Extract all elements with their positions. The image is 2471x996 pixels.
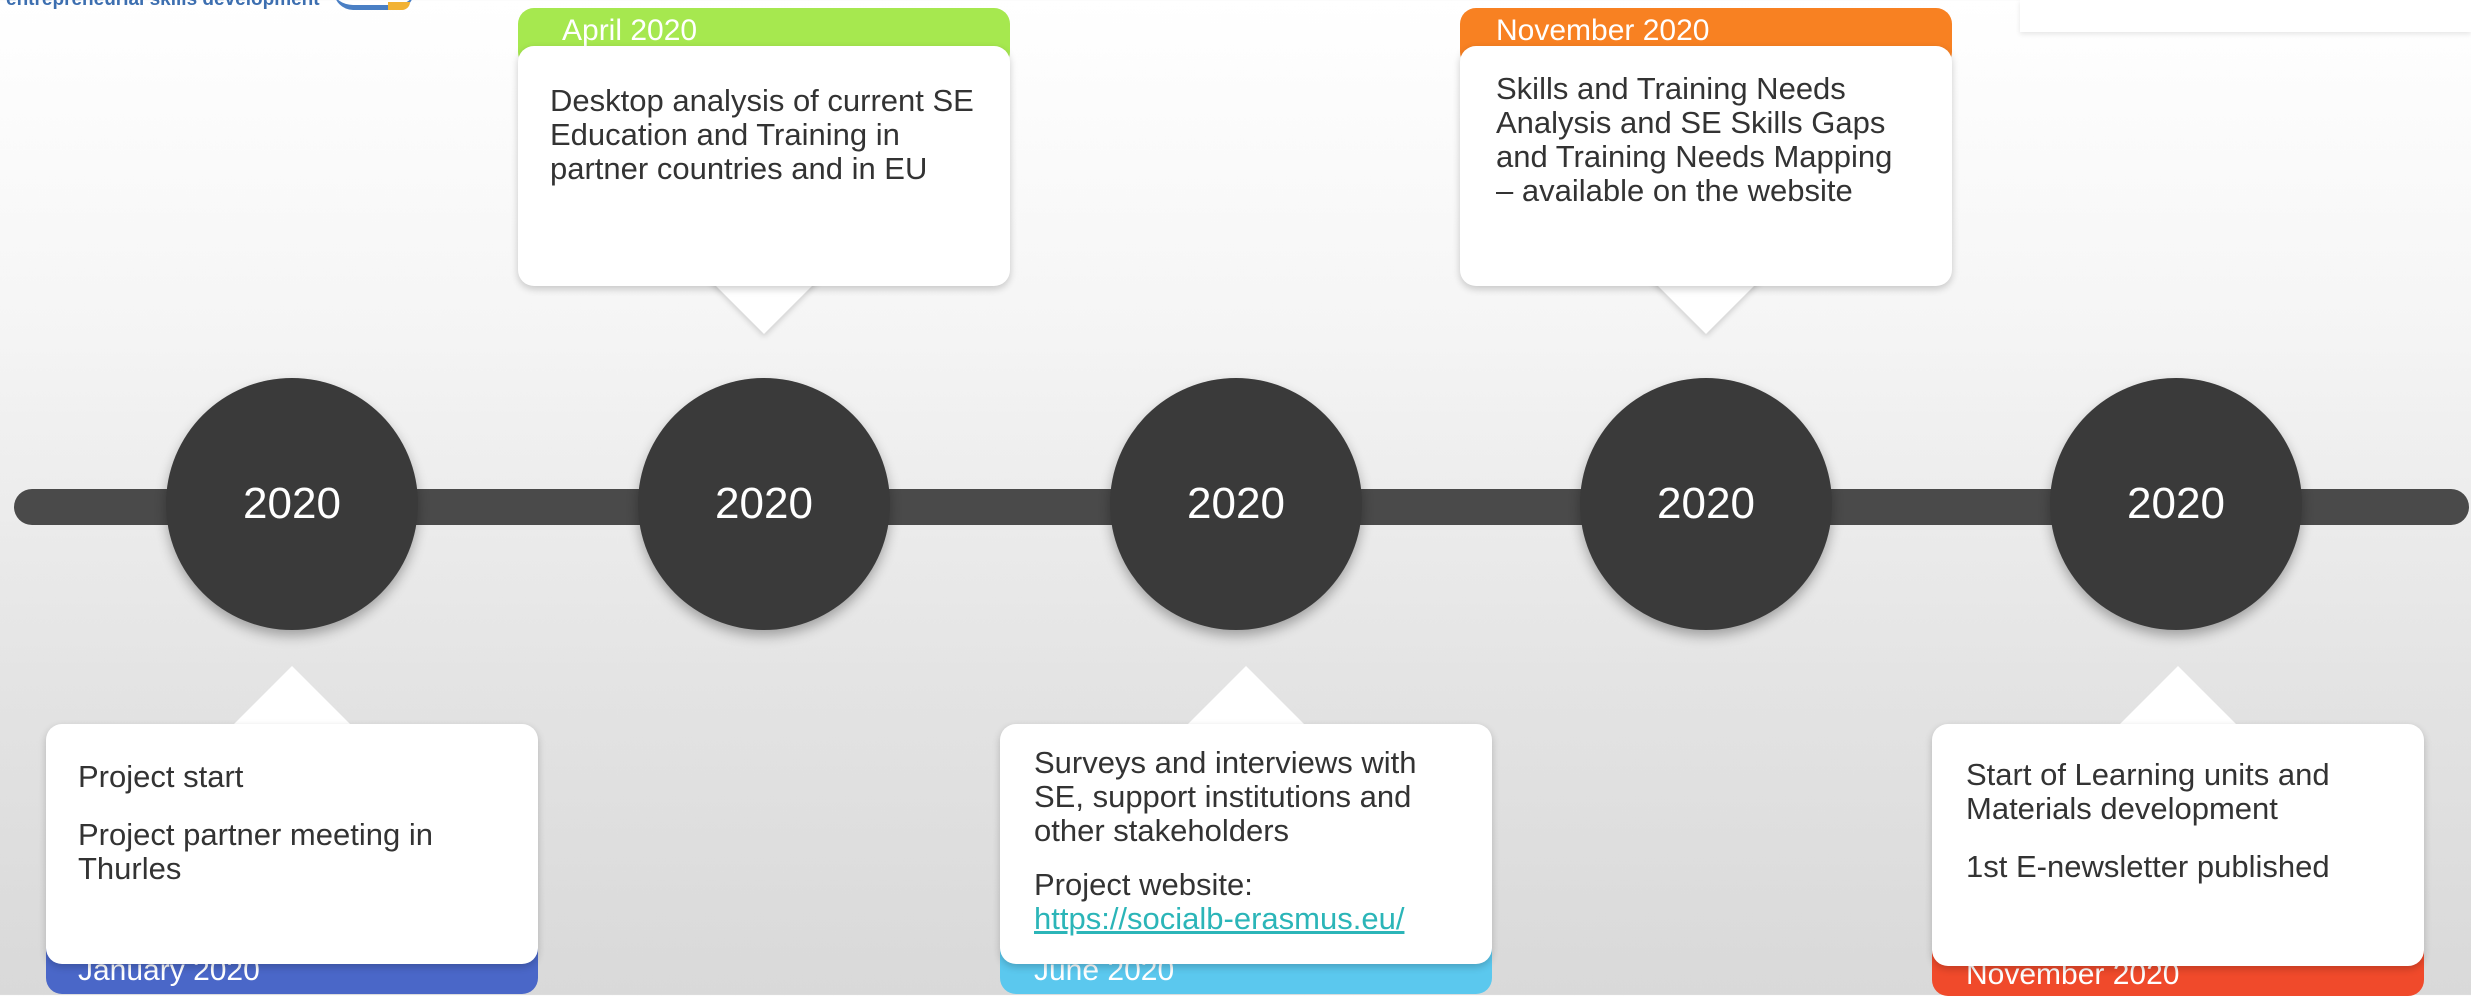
milestone-text: Project partner meeting in Thurles	[78, 817, 433, 886]
milestone-card: Skills and Training Needs Analysis and S…	[1460, 46, 1952, 286]
year-node: 2020	[638, 378, 890, 630]
milestone-text: Project start	[78, 759, 244, 794]
milestone-callout: June 2020 Surveys and interviews with SE…	[1000, 666, 1492, 995]
logo-tagline: entrepreneurial skills development	[6, 0, 320, 11]
milestone-link-line: https://socialb-erasmus.eu/	[1034, 902, 1458, 936]
milestone-callout: November 2020 Skills and Training Needs …	[1460, 8, 1952, 334]
logo-strip: entrepreneurial skills development	[0, 0, 414, 11]
milestone-callout: January 2020 Project start Project partn…	[46, 666, 538, 995]
year-node: 2020	[166, 378, 418, 630]
milestone-callout: April 2020 Desktop analysis of current S…	[518, 8, 1010, 334]
milestone-text: Surveys and interviews with SE, support …	[1034, 745, 1417, 848]
milestone-card: Start of Learning units and Materials de…	[1932, 724, 2424, 966]
milestone-card: Project start Project partner meeting in…	[46, 724, 538, 964]
year-node: 2020	[1580, 378, 1832, 630]
milestone-date: April 2020	[562, 14, 698, 47]
year-node: 2020	[2050, 378, 2302, 630]
milestone-text: 1st E-newsletter published	[1966, 849, 2330, 884]
milestone-text: Project website:	[1034, 867, 1253, 902]
callout-pointer	[232, 666, 352, 726]
milestone-text: Skills and Training Needs Analysis and S…	[1496, 71, 1893, 208]
callout-pointer	[1186, 666, 1306, 726]
milestone-date: November 2020	[1496, 14, 1710, 47]
milestone-text: Desktop analysis of current SE Education…	[550, 83, 974, 186]
project-website-link[interactable]: https://socialb-erasmus.eu/	[1034, 901, 1405, 936]
milestone-card: Surveys and interviews with SE, support …	[1000, 724, 1492, 964]
logo-mark-icon	[333, 0, 414, 10]
milestone-text: Start of Learning units and Materials de…	[1966, 757, 2330, 826]
corner-panel	[2020, 0, 2471, 32]
callout-pointer	[2118, 666, 2238, 726]
year-node: 2020	[1110, 378, 1362, 630]
milestone-callout: November 2020 Start of Learning units an…	[1932, 666, 2424, 996]
milestone-card: Desktop analysis of current SE Education…	[518, 46, 1010, 286]
